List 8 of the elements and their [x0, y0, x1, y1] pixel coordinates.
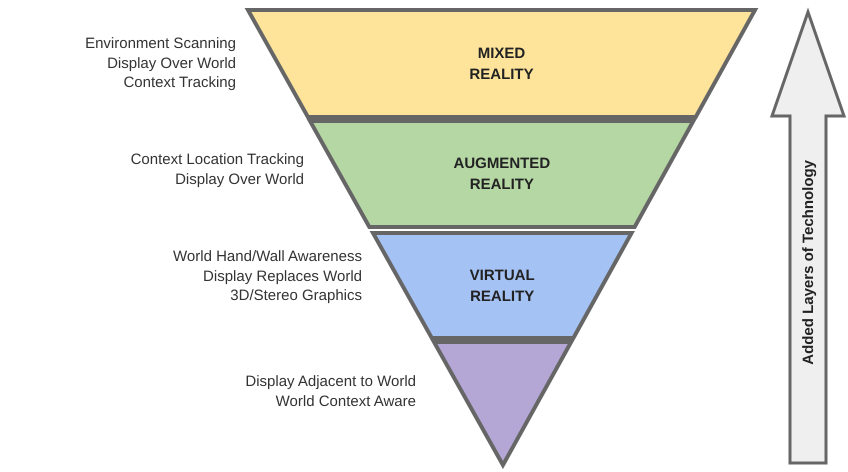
- feature-list: World Hand/Wall Awareness Display Replaces World 3D/Stereo Graphics: [160, 247, 362, 306]
- arrow-label: Added Layers of Technology: [800, 160, 816, 365]
- feature-list: Environment Scanning Display Over World Context Tracking: [68, 34, 236, 92]
- band-label: MIXED REALITY: [468, 44, 535, 84]
- feature-list: Context Location Tracking Display Over World: [118, 150, 304, 189]
- band-label: VIRTUAL REALITY: [468, 266, 536, 306]
- feature-list: Display Adjacent to World World Context Aware: [226, 372, 416, 411]
- band-label: AUGMENTED REALITY: [452, 154, 552, 195]
